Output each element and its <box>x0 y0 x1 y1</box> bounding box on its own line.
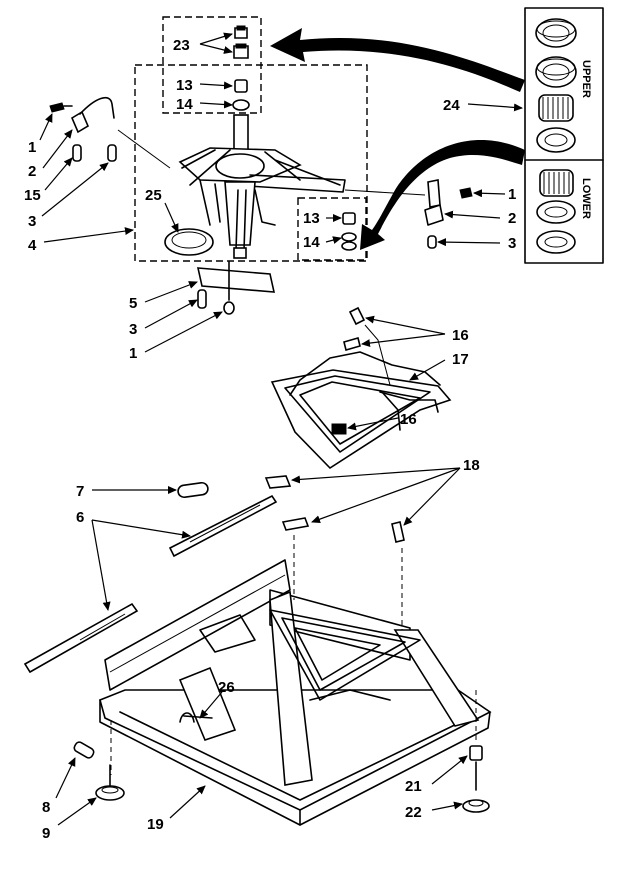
part-13-bushing <box>234 79 248 93</box>
transmission-group-box <box>134 64 368 262</box>
callout-13-lower: 13 <box>303 210 320 227</box>
callout-8: 8 <box>42 799 50 816</box>
callout-5: 5 <box>129 295 137 312</box>
left-clip-assembly <box>49 96 171 169</box>
part-3-spring <box>197 289 207 309</box>
callout-9: 9 <box>42 825 50 842</box>
upper-bearing-group-box <box>162 16 262 114</box>
part-13-lower <box>342 212 356 225</box>
part-14-washer <box>232 99 250 111</box>
lower-bearing <box>539 169 574 197</box>
callout-3-left: 3 <box>28 213 36 230</box>
callout-25: 25 <box>145 187 162 204</box>
transmission-assembly <box>178 114 346 259</box>
callout-3-mid: 3 <box>129 321 137 338</box>
part-21-22-leveling-foot-right <box>462 745 490 813</box>
upper-kit-arrow <box>270 28 525 92</box>
lower-label: LOWER <box>580 178 592 219</box>
leader-lines <box>39 32 523 826</box>
lower-ring-1 <box>536 200 576 224</box>
callout-3-right: 3 <box>508 235 516 252</box>
callout-14-lower: 14 <box>303 234 320 251</box>
callout-7: 7 <box>76 483 84 500</box>
callout-4: 4 <box>28 237 37 254</box>
part-7-pad <box>177 481 209 499</box>
part-5-bracket <box>196 267 276 293</box>
part-8-9-leveling-foot-left <box>73 741 125 801</box>
callout-23: 23 <box>173 37 190 54</box>
callout-14-upper: 14 <box>176 96 193 113</box>
lower-kit-arrow <box>360 139 525 250</box>
callout-18: 18 <box>463 457 480 474</box>
callout-6: 6 <box>76 509 84 526</box>
part-1-bolt <box>223 261 235 315</box>
part-25-seal <box>164 228 214 256</box>
part-6-rails <box>23 494 278 674</box>
part-17-frame <box>270 351 452 470</box>
callout-1-mid: 1 <box>129 345 137 362</box>
part-23-cap <box>233 25 249 59</box>
callout-21: 21 <box>405 778 422 795</box>
part-16-clips <box>343 306 366 351</box>
callout-13-upper: 13 <box>176 77 193 94</box>
callout-1-left: 1 <box>28 139 36 156</box>
callout-16-frame: 16 <box>400 411 417 428</box>
part-18-clips <box>264 475 405 543</box>
callout-2-left: 2 <box>28 163 36 180</box>
right-clip-assembly <box>344 179 473 249</box>
callout-24: 24 <box>443 97 460 114</box>
callout-1-right: 1 <box>508 186 516 203</box>
callout-19: 19 <box>147 816 164 833</box>
callout-26: 26 <box>218 679 235 696</box>
bearing-kit-panel: UPPER LOWER <box>524 7 604 264</box>
callout-15: 15 <box>24 187 41 204</box>
callout-22: 22 <box>405 804 422 821</box>
lower-ring-2 <box>536 230 576 254</box>
part-19-base-frame <box>99 559 492 826</box>
upper-seal-2 <box>535 56 577 88</box>
upper-label: UPPER <box>580 60 592 98</box>
callout-2-right: 2 <box>508 210 516 227</box>
upper-bearing <box>538 94 574 122</box>
frame-lead-16 <box>364 324 391 386</box>
upper-ring <box>536 127 576 153</box>
callout-16-top: 16 <box>452 327 469 344</box>
upper-seal-1 <box>535 18 577 48</box>
part-14-lower <box>341 232 357 251</box>
callout-17: 17 <box>452 351 469 368</box>
lower-bearing-group-box <box>297 197 367 261</box>
